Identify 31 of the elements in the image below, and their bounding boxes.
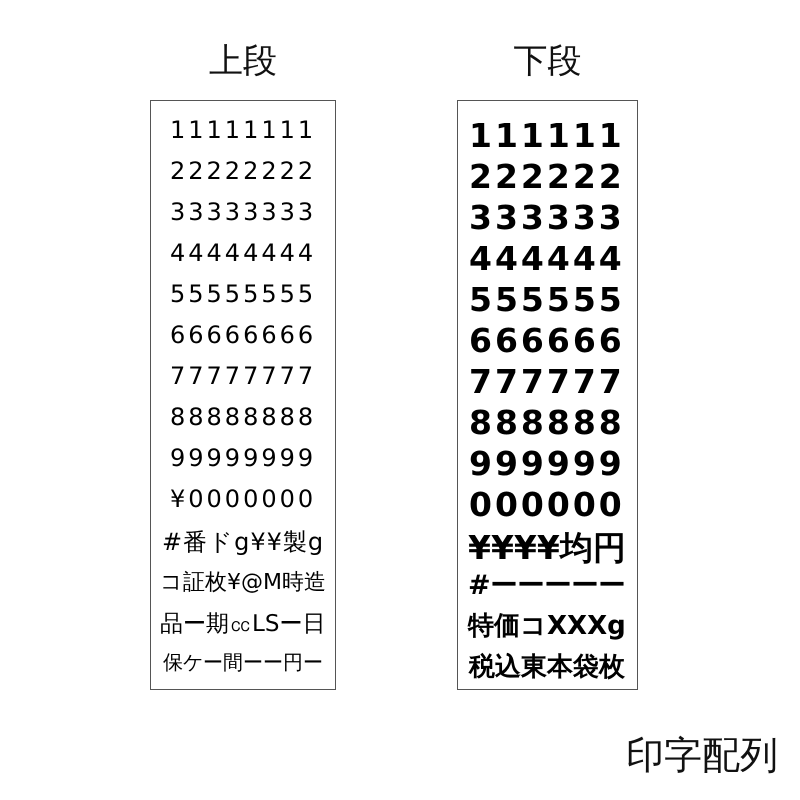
print-row-text: コ証枚¥@M時造 <box>160 569 326 597</box>
print-row-text: 特価コXXXg <box>468 610 626 643</box>
print-row: 777777 <box>469 362 625 401</box>
caption: 印字配列 <box>626 732 778 779</box>
print-row: 33333333 <box>170 198 316 226</box>
print-row-text: 品ー期㏄LSー日 <box>160 610 326 639</box>
print-row: 000000 <box>469 485 625 524</box>
print-row-text: 税込東本袋枚 <box>469 651 625 684</box>
print-row: 11111111 <box>170 116 316 144</box>
print-row-text: #番ドg¥¥製g <box>162 527 324 558</box>
print-row: 22222222 <box>170 157 316 185</box>
print-row: ¥0000000 <box>170 485 316 513</box>
print-row: 66666666 <box>170 321 316 349</box>
print-row-text: #ーーーーー <box>468 569 626 603</box>
print-row: 88888888 <box>170 403 316 431</box>
print-row: 99999999 <box>170 444 316 472</box>
print-row: 666666 <box>469 321 625 360</box>
print-row: 888888 <box>469 403 625 442</box>
heading: 上段 <box>208 40 278 83</box>
print-row: 77777777 <box>170 362 316 390</box>
print-row: 555555 <box>469 280 625 319</box>
print-row-text: ¥¥¥¥均円 <box>468 527 626 569</box>
print-row: 444444 <box>469 239 625 278</box>
print-row: 44444444 <box>170 239 316 267</box>
print-row: 保ケー間ーー円ー <box>163 649 323 676</box>
print-row: 111111 <box>469 116 625 155</box>
print-row: 222222 <box>469 157 625 196</box>
print-row: 333333 <box>469 198 625 237</box>
print-row: 999999 <box>469 444 625 483</box>
print-row: 55555555 <box>170 280 316 308</box>
heading: 下段 <box>512 40 582 83</box>
